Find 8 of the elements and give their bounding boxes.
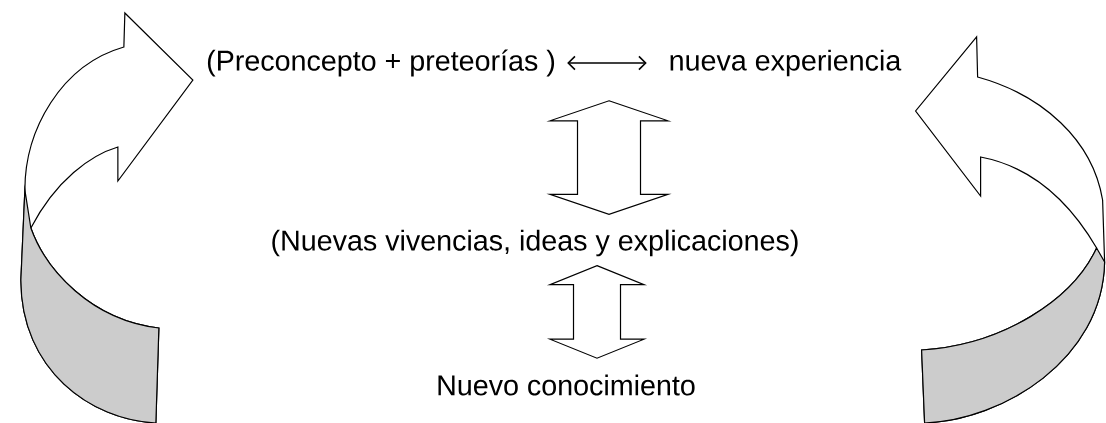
double-block-arrow	[546, 100, 672, 215]
curved-block-arrow	[20, 12, 194, 423]
text-label: Nuevo conocimiento	[438, 374, 695, 396]
text-label: (Nuevas vivencias, ideas y explicaciones)	[272, 229, 798, 257]
text-label: nueva experiencia	[670, 49, 902, 77]
arrow	[567, 55, 647, 71]
curved-block-arrow	[915, 36, 1106, 423]
text-label: (Preconcepto + preteorías )	[207, 49, 555, 77]
